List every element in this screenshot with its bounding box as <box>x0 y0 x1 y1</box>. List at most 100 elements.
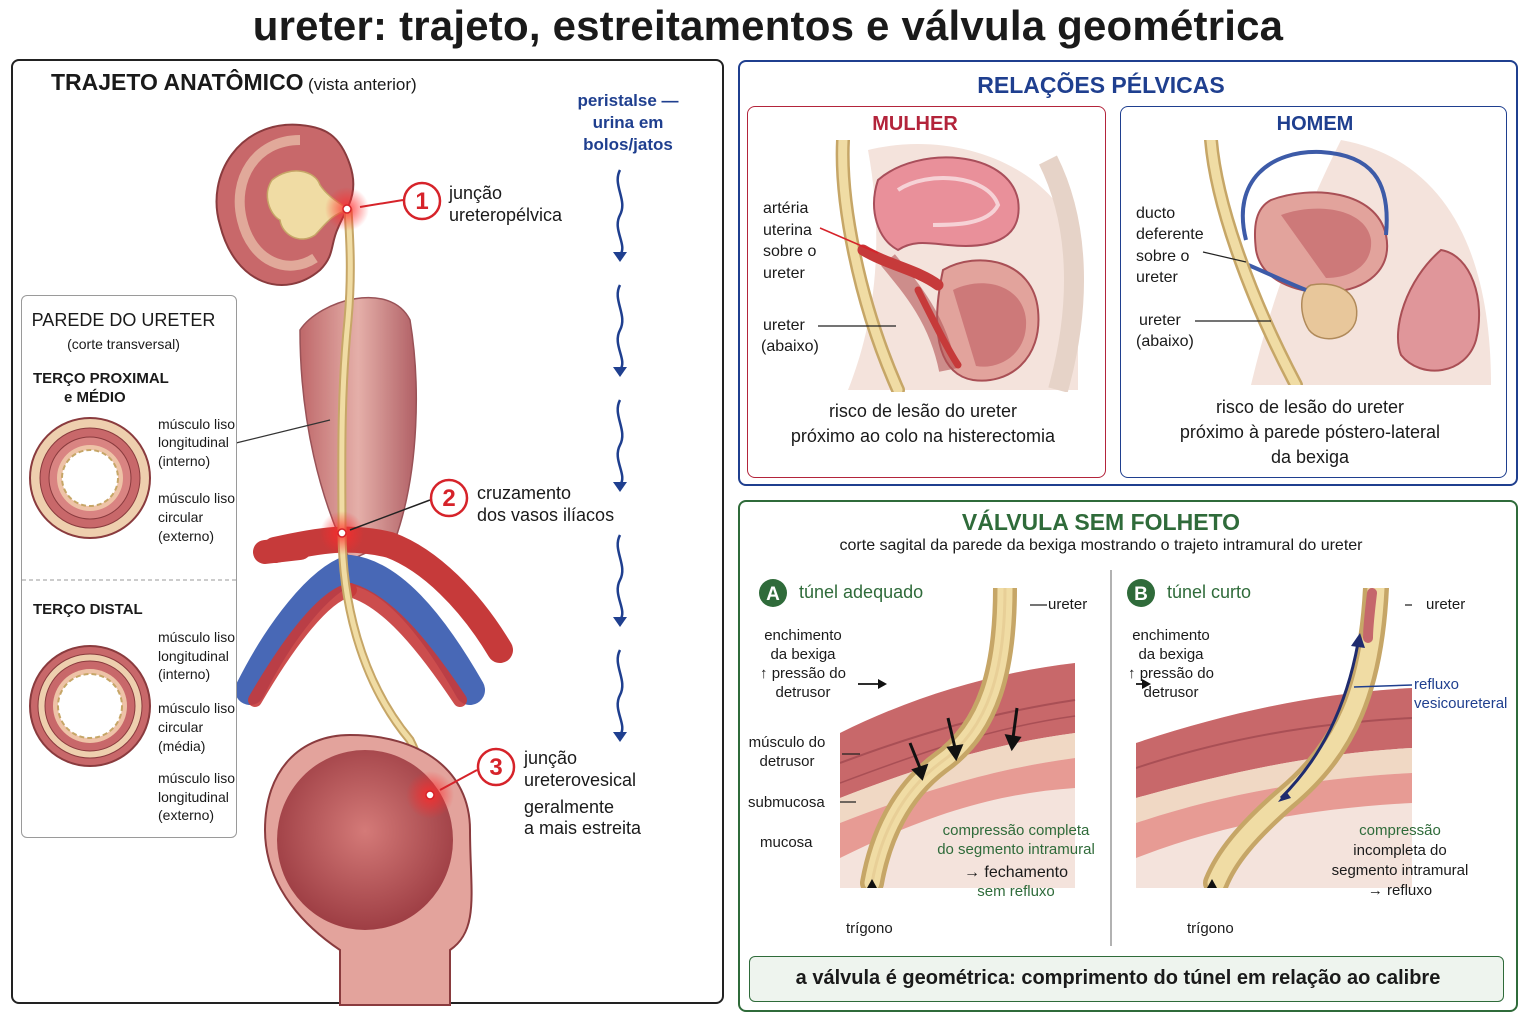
submucosa-b <box>1136 748 1412 823</box>
badge-b: B <box>1127 579 1155 607</box>
panel-b-result-line2: incompleta do <box>1353 842 1447 859</box>
marker-1-label-line2: ureteropélvica <box>449 205 563 225</box>
man-label1-line1: ducto <box>1136 205 1176 222</box>
panel-a-title: túnel adequado <box>799 582 924 602</box>
panel-b-filling-line1: enchimento <box>1132 627 1210 644</box>
panel-a-detrusor-line2: detrusor <box>759 753 815 770</box>
valve-divider <box>1110 570 1112 946</box>
distal-layer3-line2: longitudinal <box>158 789 229 805</box>
pelvic-relations-panel <box>738 60 1518 486</box>
heading-sub: (vista anterior) <box>308 75 417 94</box>
proximal-cross-section <box>29 417 151 539</box>
man-caption-line2: próximo à parede póstero-lateral <box>1179 422 1441 442</box>
panel-b-filling-line2: da bexiga <box>1138 646 1204 663</box>
distal-layer3-line3: (externo) <box>158 807 215 823</box>
valve-footer-text: a válvula é geométrica: comprimento do t… <box>795 967 1441 989</box>
panel-a-ureter: ureter <box>1048 596 1088 613</box>
marker-2-number: 2 <box>442 485 455 512</box>
panel-a-mucosa: mucosa <box>760 834 813 851</box>
man-label2-line1: ureter <box>1139 312 1181 329</box>
woman-pelvis-illustration <box>818 140 1085 392</box>
man-caption-line3: da bexiga <box>1270 447 1350 467</box>
panel-b-filling-line3: ↑ pressão do <box>1128 665 1214 682</box>
proximal-title-line2: e MÉDIO <box>64 389 126 406</box>
marker-2: 2 <box>429 478 469 518</box>
man-pelvis-illustration <box>1195 140 1491 385</box>
marker-3-note-line1: geralmente <box>524 797 615 817</box>
panel-b-trigone: trígono <box>1187 920 1234 937</box>
badge-a-letter: A <box>766 584 780 605</box>
distal-layer2-line2: circular <box>158 719 204 735</box>
woman-caption-line2: próximo ao colo na histerectomia <box>790 426 1056 446</box>
marker-2-label-line2: dos vasos ilíacos <box>477 505 615 525</box>
man-box <box>1120 106 1507 478</box>
man-label2-line2: (abaixo) <box>1136 333 1194 350</box>
vas-deferens <box>1240 149 1389 241</box>
panel-b-title: túnel curto <box>1167 582 1252 602</box>
man-caption-line1: risco de lesão do ureter <box>1215 397 1405 417</box>
wall-box-title: PAREDE DO URETER <box>31 310 216 330</box>
uterine-artery <box>857 244 944 291</box>
distal-cross-section <box>29 645 151 767</box>
page-title: ureter: trajeto, estreitamentos e válvul… <box>252 2 1284 49</box>
woman-label1-line1: artéria <box>763 200 809 217</box>
proximal-layer2-line3: (externo) <box>158 528 215 544</box>
man-label1-line4: ureter <box>1136 269 1178 286</box>
woman-label2-line1: ureter <box>763 317 805 334</box>
heading-main: TRAJETO ANATÔMICO <box>51 69 304 95</box>
peristalsis-arrows <box>613 169 627 742</box>
marker-2-label-line1: cruzamento <box>477 483 572 503</box>
iliac-vein <box>235 554 485 705</box>
woman-caption-line1: risco de lesão do ureter <box>828 401 1018 421</box>
panel-b-result-line1: compressão <box>1359 822 1441 839</box>
distal-layer1-line3: (interno) <box>158 666 211 682</box>
wall-box-dashed-divider <box>22 579 236 581</box>
panel-a-submucosa: submucosa <box>748 794 825 811</box>
man-label1-line2: deferente <box>1136 226 1204 243</box>
panel-a-result-line4: sem refluxo <box>977 883 1055 900</box>
marker-1-label-line1: junção <box>449 183 503 203</box>
distal-layer2-line3: (média) <box>158 738 206 754</box>
panel-b-ureter: ureter <box>1426 596 1466 613</box>
woman-label2-line2: (abaixo) <box>761 338 819 355</box>
woman-box <box>747 106 1106 478</box>
badge-a: A <box>759 579 787 607</box>
marker-1-number: 1 <box>415 188 428 215</box>
distal-layer1-line1: músculo liso <box>158 629 236 645</box>
distal-layer3-line1: músculo liso <box>158 770 236 786</box>
panel-a-filling-line1: enchimento <box>764 627 842 644</box>
proximal-layer2-line1: músculo liso <box>158 490 236 506</box>
panel-a-trigone: trígono <box>846 920 893 937</box>
prostate <box>1301 283 1358 340</box>
man-label1-line3: sobre o <box>1136 248 1190 265</box>
proximal-layer1-line2: longitudinal <box>158 434 229 450</box>
anatomical-course-heading: TRAJETO ANATÔMICO (vista anterior) <box>51 69 417 96</box>
peristalsis-line3: bolos/jatos <box>583 135 673 154</box>
proximal-layer1-line1: músculo liso <box>158 416 236 432</box>
woman-label1-line2: uterina <box>763 222 812 239</box>
marker-3-number: 3 <box>489 754 502 781</box>
panel-a-detrusor-line1: músculo do <box>748 734 826 751</box>
marker-1: 1 <box>402 181 442 221</box>
man-title: HOMEM <box>1276 113 1354 135</box>
panel-b-result-line3: segmento intramural <box>1331 862 1469 879</box>
panel-b-illustration <box>1136 588 1412 888</box>
wall-box-subtitle: (corte transversal) <box>67 336 180 352</box>
psoas-muscle <box>299 296 417 561</box>
marker-3-label-line1: junção <box>524 748 578 768</box>
marker-3-note-line2: a mais estreita <box>524 818 642 838</box>
woman-title: MULHER <box>872 113 958 135</box>
woman-label1-line4: ureter <box>763 265 805 282</box>
panel-b-filling-line4: detrusor <box>1143 684 1199 701</box>
peristalsis-line2: urina em <box>592 113 664 132</box>
marker-3-label-line2: ureterovesical <box>524 770 637 790</box>
panel-b-result-line4: → refluxo <box>1367 882 1433 899</box>
distal-layer1-line2: longitudinal <box>158 648 229 664</box>
panel-a-result-line1: compressão completa <box>942 822 1090 839</box>
marker-3: 3 <box>476 747 516 787</box>
valve-subtitle: corte sagital da parede da bexiga mostra… <box>839 537 1363 554</box>
panel-a-filling-line2: da bexiga <box>770 646 836 663</box>
panel-a-result-line3: → fechamento <box>963 864 1069 881</box>
proximal-layer2-line2: circular <box>158 509 204 525</box>
badge-b-letter: B <box>1134 584 1148 605</box>
